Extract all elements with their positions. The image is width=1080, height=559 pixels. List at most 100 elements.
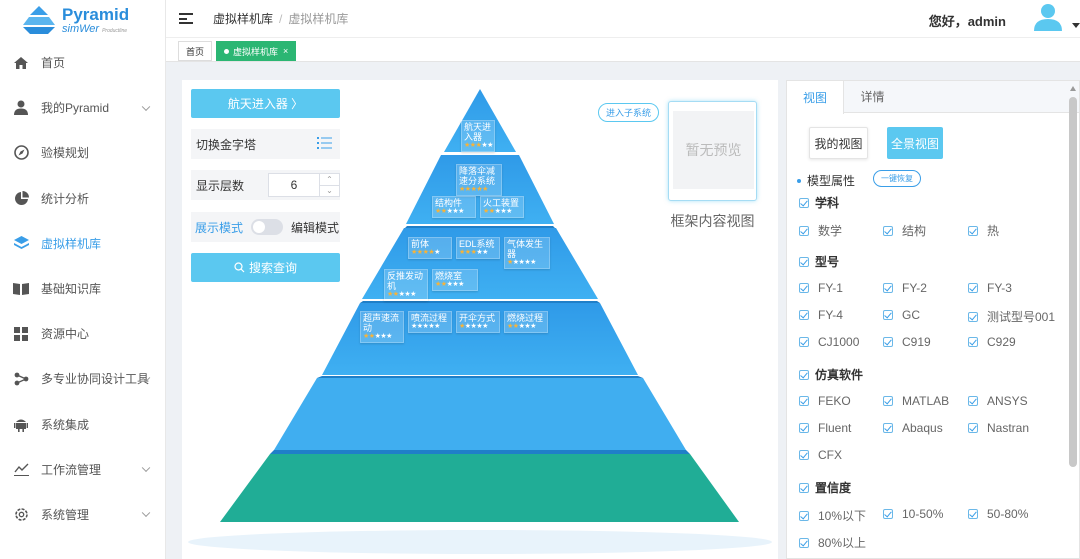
sidebar-item-8[interactable]: 系统集成 [0,402,165,447]
group-title[interactable]: 学科 [799,194,839,211]
sidebar-item-7[interactable]: 多专业协同设计工具 [0,356,165,401]
filter-option[interactable]: FY-2 [883,281,927,295]
filter-option[interactable]: Nastran [968,421,1029,435]
breadcrumb-item-parent[interactable]: 虚拟样机库 [213,12,274,26]
checkbox[interactable] [799,337,809,347]
filter-option[interactable]: 10%以下 [799,507,866,524]
pyramid-node[interactable]: EDL系统★★★★★ [456,237,500,259]
checkbox[interactable] [883,396,893,406]
filter-option[interactable]: 数学 [799,222,842,239]
user-avatar-icon[interactable] [1032,2,1064,32]
pyramid-node[interactable]: 超声速流动★★★★★ [360,311,404,343]
pyramid-node[interactable]: 反推发动机★★★★★ [384,269,428,301]
filter-option[interactable]: ANSYS [968,394,1028,408]
pyramid-layer-6[interactable] [220,454,739,522]
checkbox[interactable] [799,256,809,267]
pyramid-layer-1[interactable] [444,89,516,152]
filter-option[interactable]: 热 [968,222,999,239]
scrollbar[interactable] [1069,97,1077,467]
pyramid-node[interactable]: 开伞方式★★★★★ [456,311,500,333]
checkbox[interactable] [799,537,809,548]
filter-option[interactable]: 结构 [883,222,926,239]
full-view-button[interactable]: 全景视图 [887,127,943,159]
checkbox[interactable] [968,225,978,236]
mode-switch[interactable] [251,219,284,235]
edit-mode-label[interactable]: 编辑模式 [291,220,340,235]
filter-option[interactable]: 测试型号001 [968,308,1055,325]
sidebar-item-4[interactable]: 虚拟样机库 [0,221,165,266]
checkbox[interactable] [883,225,893,236]
checkbox[interactable] [883,509,893,519]
checkbox[interactable] [799,423,809,433]
pyramid-node[interactable]: 气体发生器★★★★★ [504,237,550,269]
chevron-down-icon[interactable] [141,102,151,111]
layers-stepper[interactable]: 6 ⌃ ⌄ [268,173,340,197]
checkbox[interactable] [799,225,809,236]
tab-view[interactable]: 视图 [787,81,844,114]
checkbox[interactable] [799,396,809,406]
layers-value[interactable]: 6 [290,178,298,192]
stepper-up-icon[interactable]: ⌃ [320,174,339,186]
sidebar-item-2[interactable]: 验模规划 [0,130,165,175]
group-title[interactable]: 型号 [799,253,839,270]
pyramid-node[interactable]: 燃烧过程★★★★★ [504,311,548,333]
chevron-down-icon[interactable] [141,509,151,518]
filter-option[interactable]: FY-3 [968,281,1012,295]
checkbox[interactable] [799,283,809,293]
checkbox[interactable] [883,310,893,320]
group-title[interactable]: 仿真软件 [799,366,863,383]
sidebar-item-0[interactable]: 首页 [0,40,165,85]
tab-detail[interactable]: 详情 [860,90,885,104]
filter-option[interactable]: 50-80% [968,507,1028,521]
checkbox[interactable] [799,310,809,320]
my-view-button[interactable]: 我的视图 [809,127,868,159]
chevron-down-icon[interactable] [141,463,151,473]
tag-current[interactable]: 虚拟样机库 × [216,41,297,61]
group-title[interactable]: 置信度 [799,479,851,496]
sidebar-item-1[interactable]: 我的Pyramid [0,85,165,130]
checkbox[interactable] [968,283,978,293]
filter-option[interactable]: 80%以上 [799,534,866,551]
user-dropdown-caret-icon[interactable] [1072,23,1080,28]
switch-pyramid-row[interactable]: 切换金字塔 [191,129,340,159]
filter-option[interactable]: MATLAB [883,394,949,408]
checkbox[interactable] [968,509,978,519]
tag-home[interactable]: 首页 [178,41,213,61]
checkbox[interactable] [968,337,978,347]
checkbox[interactable] [968,423,978,433]
filter-option[interactable]: C929 [968,335,1016,349]
pyramid-layer-5[interactable] [274,378,686,450]
pyramid-node[interactable]: 航天进入器★★★★★ [461,120,495,152]
checkbox[interactable] [968,396,978,406]
reset-button[interactable]: 一键恢复 [873,170,921,187]
checkbox[interactable] [883,423,893,433]
filter-option[interactable]: 10-50% [883,507,943,521]
filter-option[interactable]: CFX [799,448,842,462]
search-button[interactable]: 搜索查询 [191,253,340,282]
pyramid-layer-4[interactable] [322,303,638,375]
filter-option[interactable]: Fluent [799,421,851,435]
tag-close-icon[interactable]: × [283,46,289,56]
display-mode-label[interactable]: 展示模式 [195,220,244,235]
filter-option[interactable]: FEKO [799,394,851,408]
scroll-up-icon[interactable] [1070,86,1076,91]
sidebar-item-5[interactable]: 基础知识库 [0,266,165,311]
checkbox[interactable] [883,283,893,293]
checkbox[interactable] [799,197,809,208]
filter-option[interactable]: Abaqus [883,421,943,435]
checkbox[interactable] [968,311,978,322]
sidebar-item-10[interactable]: 系统管理 [0,492,165,537]
pyramid-layer-3[interactable] [362,228,598,299]
enter-subsystem-button[interactable]: 进入子系统 [598,103,660,122]
filter-option[interactable]: FY-1 [799,281,843,295]
pyramid-node[interactable]: 结构件★★★★★ [432,196,476,218]
stepper-down-icon[interactable]: ⌄ [326,186,333,196]
checkbox[interactable] [883,337,893,347]
checkbox[interactable] [799,482,809,493]
pyramid-node[interactable]: 喷流过程★★★★★ [408,311,452,333]
checkbox[interactable] [799,510,809,521]
pyramid-node[interactable]: 火工装置★★★★★ [480,196,524,218]
filter-option[interactable]: C919 [883,335,931,349]
checkbox[interactable] [799,450,809,460]
